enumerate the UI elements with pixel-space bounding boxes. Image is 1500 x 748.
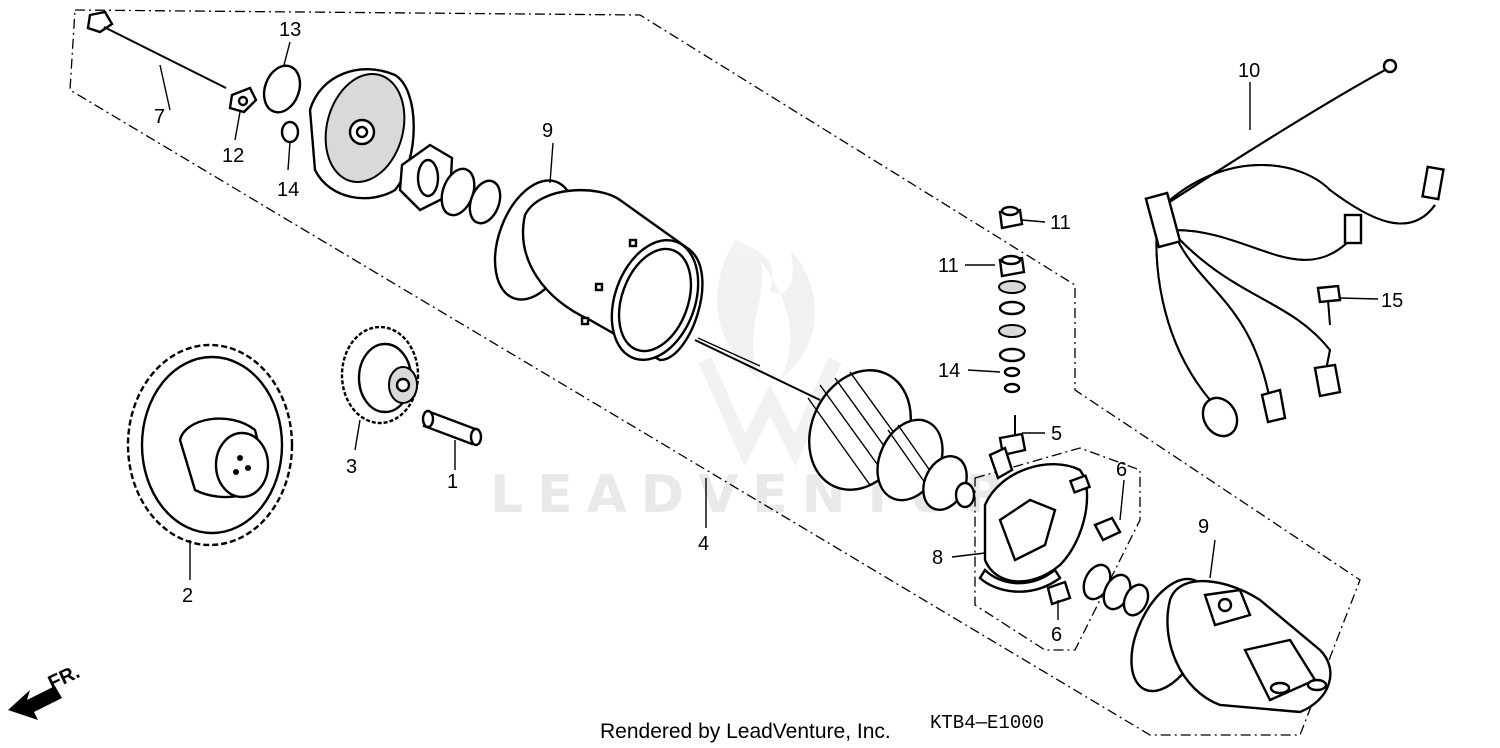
- callouts: 1 2 3 4 5 6 6 7 8 9 9 10 11 11 12 13 14 …: [154, 19, 1403, 646]
- callout-11-middle: 11: [938, 255, 959, 277]
- callout-10: 10: [1238, 60, 1260, 82]
- through-bolt: [86, 10, 227, 89]
- thrust-washer-2: [468, 179, 502, 225]
- terminal-hardware-stack: [998, 205, 1026, 394]
- callout-6-lower: 6: [1051, 624, 1062, 646]
- rear-cover: [1166, 579, 1332, 714]
- armature: [694, 337, 976, 511]
- watermark-text: LEADVENTURE: [490, 465, 1069, 525]
- assembly-outline: [69, 9, 1361, 736]
- starter-yoke: [521, 189, 704, 362]
- gear-shaft: [421, 409, 483, 447]
- callout-9-front: 9: [542, 120, 553, 142]
- callout-4: 4: [698, 533, 709, 555]
- callout-12: 12: [222, 145, 244, 167]
- callout-15: 15: [1381, 290, 1403, 312]
- callout-13: 13: [279, 19, 301, 41]
- harness-bolt: [1316, 284, 1342, 326]
- leader-lines: [159, 41, 1379, 620]
- reduction-gear: [126, 343, 294, 547]
- small-washer: [280, 120, 300, 144]
- front-cover: [308, 68, 415, 200]
- o-ring: [262, 64, 302, 114]
- diagram-code: KTB4—E1000: [930, 712, 1044, 734]
- idle-gear: [340, 325, 420, 425]
- rear-washer-3: [1122, 583, 1150, 617]
- callout-1: 1: [447, 471, 458, 493]
- callout-2: 2: [182, 585, 193, 607]
- starter-harness: [1144, 58, 1445, 438]
- callout-11-top: 11: [1050, 212, 1071, 234]
- brush-spring-upper: [1093, 516, 1122, 542]
- callout-7: 7: [154, 106, 165, 128]
- watermark-logo-icon: [698, 240, 842, 467]
- front-direction-indicator: FR.: [8, 661, 83, 720]
- rendered-by-credit: Rendered by LeadVenture, Inc.: [600, 720, 891, 743]
- lock-washer: [228, 86, 258, 114]
- callout-3: 3: [346, 456, 357, 478]
- front-arrow-icon: [8, 686, 62, 720]
- brush-holder: [978, 463, 1092, 593]
- callout-8: 8: [932, 547, 943, 569]
- terminal-bolt: [988, 415, 1027, 480]
- lock-plate: [398, 143, 454, 212]
- callout-9-rear: 9: [1198, 516, 1209, 538]
- callout-14-right: 14: [938, 360, 960, 382]
- callout-5: 5: [1051, 423, 1062, 445]
- callout-6-upper: 6: [1116, 459, 1127, 481]
- brush-spring-lower: [1046, 580, 1072, 606]
- callout-14-left: 14: [277, 179, 299, 201]
